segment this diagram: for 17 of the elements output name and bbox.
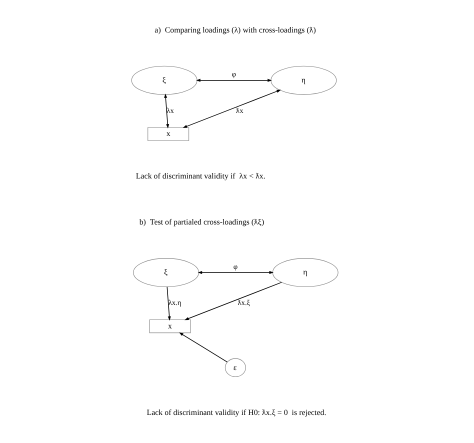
node-ellipse: ε (224, 358, 246, 378)
node-ellipse: ξ (131, 66, 198, 95)
label: b) Test of partialed cross-loadings (ƛξ) (139, 218, 264, 227)
node-box: x (148, 127, 190, 141)
label: Lack of discriminant validity if λx < ƛx. (136, 172, 266, 181)
arrow (164, 94, 170, 128)
arrow (198, 271, 274, 274)
node-box: x (149, 319, 191, 334)
arrow (196, 78, 272, 82)
arrow (184, 282, 282, 320)
label: Lack of discriminant validity if H0: ƛx.ξ = 0 is rejected. (146, 408, 326, 417)
label: a) Comparing loadings (λ) with cross-loadings (ƛ) (154, 25, 316, 34)
node-ellipse: ξ (133, 258, 200, 288)
arrow (179, 332, 228, 362)
arrow (166, 286, 171, 321)
arrow (182, 90, 281, 128)
node-ellipse: η (272, 258, 338, 288)
